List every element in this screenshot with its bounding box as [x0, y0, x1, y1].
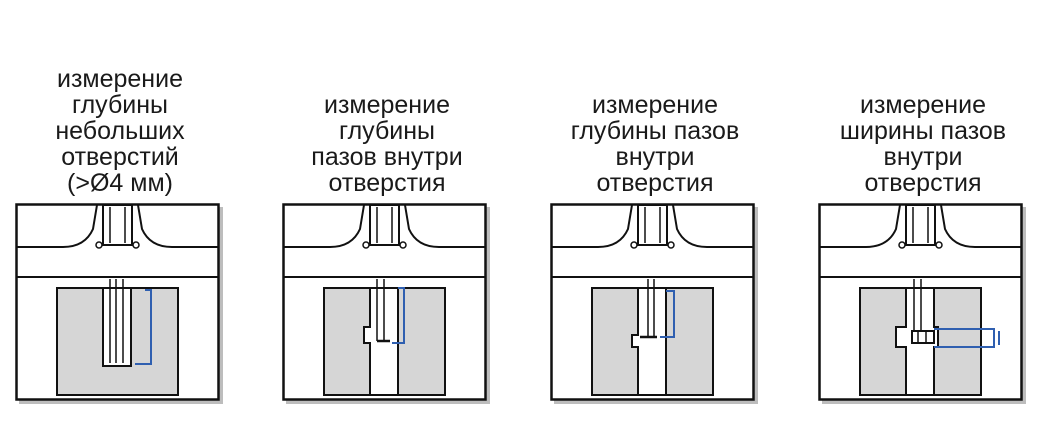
left-shoulder-curve — [820, 204, 901, 248]
illustration-groove-width — [818, 203, 1028, 406]
caption-groove-depth-1: измерение глубины пазов внутри отверстия — [282, 92, 492, 196]
measure-line — [660, 290, 675, 338]
left-shoulder-curve — [552, 204, 633, 248]
caption-line: пазов внутри — [311, 143, 463, 171]
measure-line — [392, 287, 405, 344]
caption-line: отверстий — [61, 143, 179, 171]
probe-diagram-svg — [15, 203, 223, 404]
probe-stem — [102, 204, 133, 246]
pivot-circle — [898, 241, 906, 249]
caption-line: глубины — [339, 117, 435, 145]
pivot-circle — [362, 241, 370, 249]
caption-line: ширины пазов — [839, 117, 1007, 145]
pivot-circle — [935, 241, 943, 249]
caption-groove-width: измерение ширины пазов внутри отверстия — [818, 92, 1028, 196]
panel-groove-width: измерение ширины пазов внутри отверстия — [818, 0, 1028, 441]
probe-stem — [637, 204, 668, 246]
caption-line: измерение — [591, 91, 718, 119]
probe-diagram-svg — [282, 203, 490, 404]
probe-diagram-svg — [818, 203, 1026, 404]
pivot-circle — [95, 241, 103, 249]
bore-hole — [102, 287, 132, 367]
caption-small-holes: измерение глубины небольших отверстий (>… — [15, 66, 225, 196]
caption-groove-depth-2: измерение глубины пазов внутри отверстия — [550, 92, 760, 196]
caption-line: внутри — [883, 143, 963, 171]
right-shoulder-curve — [137, 204, 218, 248]
probe-diagram-svg — [550, 203, 758, 404]
caption-line: отверстия — [596, 169, 714, 197]
pivot-circle — [667, 241, 675, 249]
caption-line: внутри — [615, 143, 695, 171]
bore-with-groove — [631, 287, 667, 396]
illustration-groove-depth-1 — [282, 203, 492, 406]
right-shoulder-curve — [404, 204, 485, 248]
illustration-small-holes — [15, 203, 225, 406]
caption-line: (>Ø4 мм) — [67, 169, 173, 197]
panel-small-holes: измерение глубины небольших отверстий (>… — [15, 0, 225, 441]
caption-line: глубины пазов — [570, 117, 740, 145]
caption-line: глубины — [72, 91, 168, 119]
probe-stem — [369, 204, 400, 246]
left-shoulder-curve — [284, 204, 365, 248]
panel-groove-depth-2: измерение глубины пазов внутри отверстия — [550, 0, 760, 441]
caption-line: небольших — [55, 117, 185, 145]
measure-line — [934, 328, 995, 348]
pivot-circle — [399, 241, 407, 249]
panel-groove-depth-1: измерение глубины пазов внутри отверстия — [282, 0, 492, 441]
caption-line: измерение — [323, 91, 450, 119]
left-shoulder-curve — [17, 204, 98, 248]
pivot-circle — [630, 241, 638, 249]
caption-line: отверстия — [864, 169, 982, 197]
illustration-groove-depth-2 — [550, 203, 760, 406]
probe-tip-block — [911, 330, 935, 344]
caption-line: отверстия — [328, 169, 446, 197]
right-shoulder-curve — [672, 204, 753, 248]
pivot-circle — [132, 241, 140, 249]
caption-line: измерение — [56, 65, 183, 93]
probe-stem — [905, 204, 936, 246]
caption-line: измерение — [859, 91, 986, 119]
measure-line — [135, 289, 152, 365]
right-shoulder-curve — [940, 204, 1021, 248]
